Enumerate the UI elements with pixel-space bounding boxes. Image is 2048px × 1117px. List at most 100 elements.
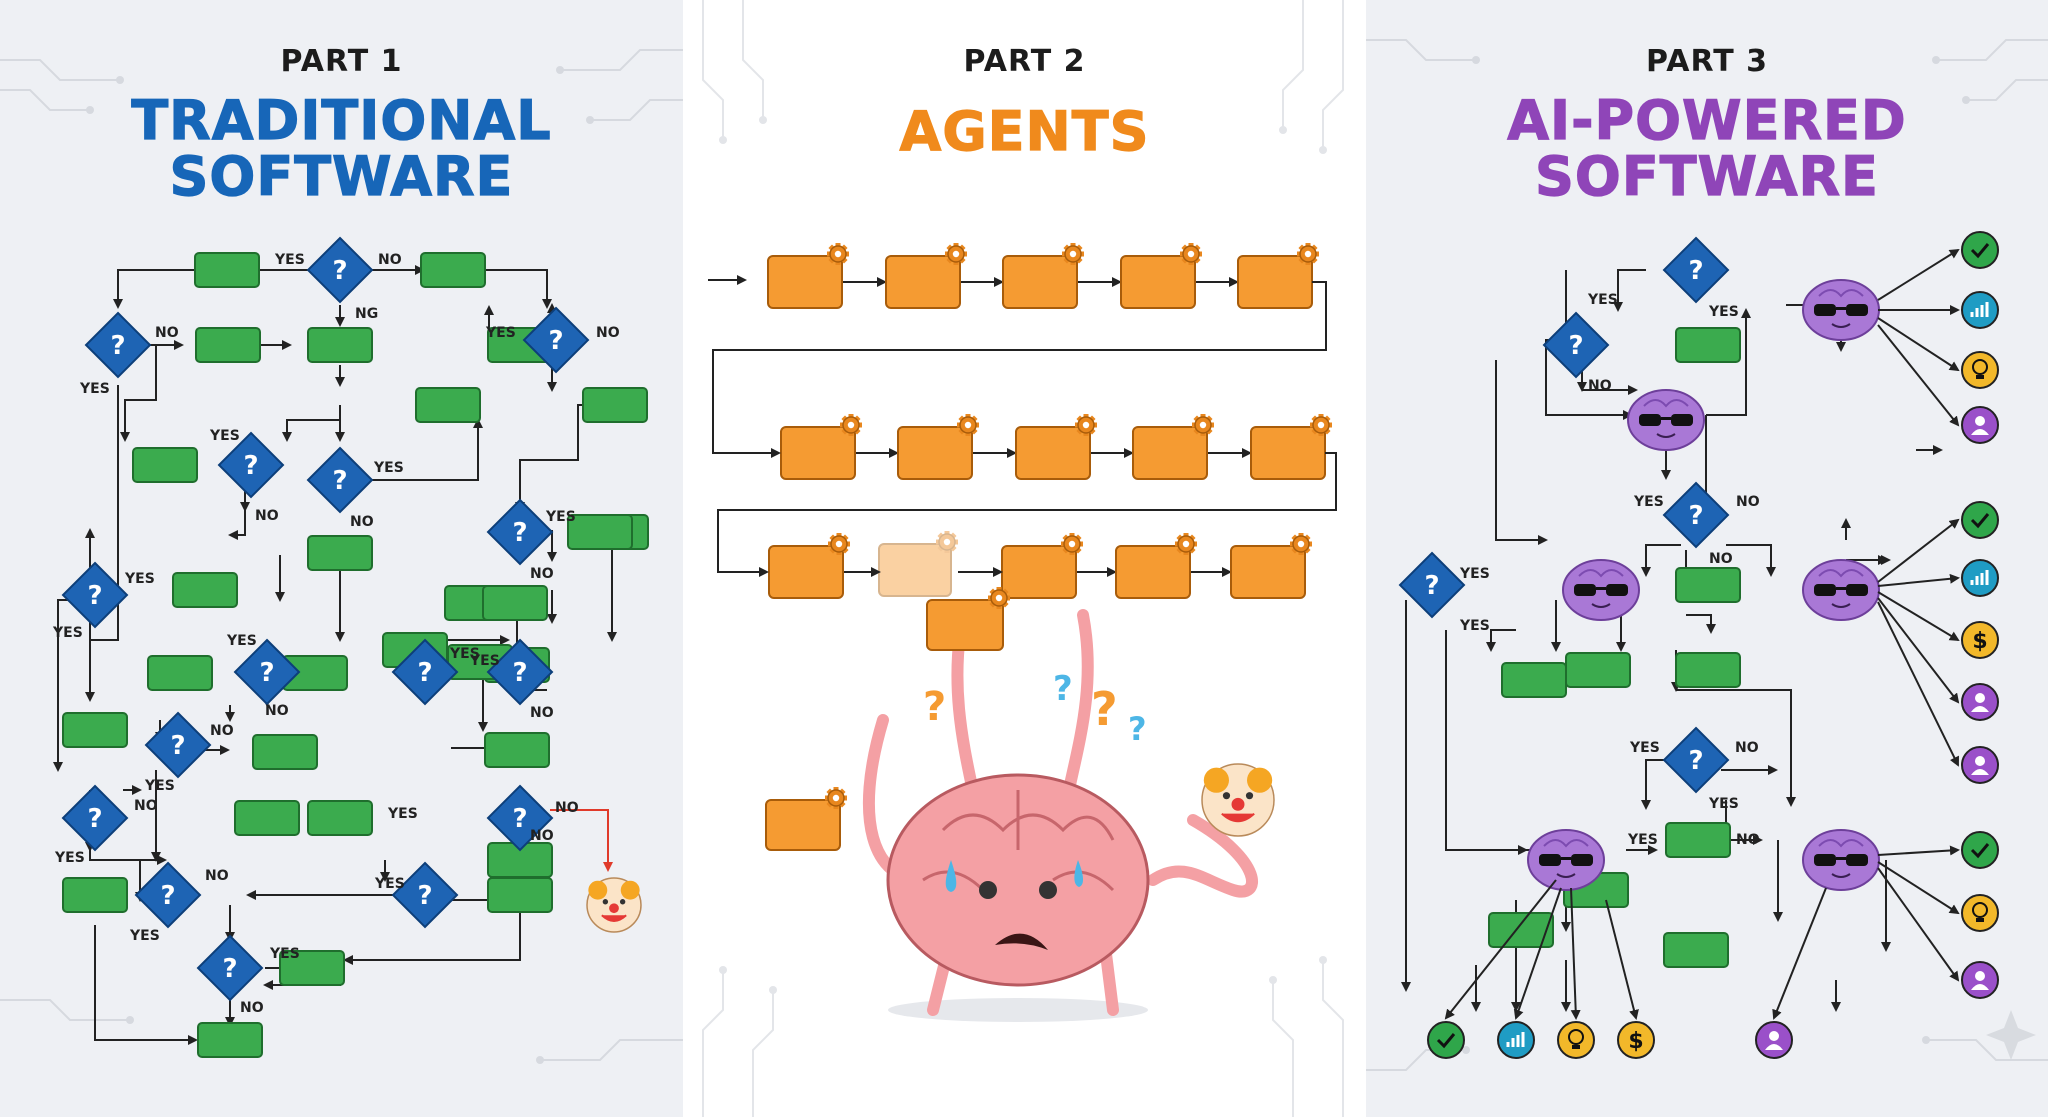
flow-arrow bbox=[343, 895, 521, 965]
circuit-background bbox=[0, 49, 683, 1064]
dollar-sign: $ bbox=[1972, 629, 1987, 654]
flow-arrow bbox=[1486, 629, 1516, 652]
branch-label-yes: YES bbox=[226, 633, 257, 649]
branch-label-no: NO bbox=[530, 566, 554, 582]
chart-icon bbox=[1497, 1021, 1535, 1059]
panel-title-line1: TRADITIONAL bbox=[131, 89, 552, 152]
branch-label-yes: YES bbox=[387, 806, 418, 822]
flow-arrow bbox=[1641, 544, 1681, 577]
process-box bbox=[195, 327, 261, 363]
flow-arrow bbox=[1613, 269, 1646, 312]
decision-label: ? bbox=[512, 658, 527, 688]
decision-label: ? bbox=[332, 256, 347, 286]
flow-arrow bbox=[1445, 630, 1528, 855]
flow-arrow bbox=[1706, 308, 1751, 416]
user-icon bbox=[1961, 961, 1999, 999]
flow-arrow bbox=[475, 269, 552, 309]
process-box bbox=[252, 734, 318, 770]
question-mark-icon: ? bbox=[1091, 682, 1118, 736]
decision-diamond: ? bbox=[196, 934, 264, 1002]
branch-label-no: NO bbox=[210, 723, 234, 739]
lightbulb-icon bbox=[1557, 1021, 1595, 1059]
decision-diamond: ? bbox=[1662, 481, 1730, 549]
agent-task-box bbox=[1250, 414, 1332, 480]
question-mark-icon: ? bbox=[1053, 669, 1073, 709]
decision-diamond: ? bbox=[1398, 551, 1466, 619]
flow-arrow bbox=[1570, 887, 1581, 1020]
panel-title-line2: SOFTWARE bbox=[169, 145, 514, 208]
branch-label-yes: YES bbox=[274, 252, 305, 268]
decision-label: ? bbox=[548, 326, 563, 356]
brain-with-sunglasses-icon bbox=[1562, 559, 1640, 621]
process-box bbox=[1675, 327, 1741, 363]
decision-label: ? bbox=[1688, 256, 1703, 286]
flow-arrow bbox=[1726, 544, 1776, 577]
gear-icon bbox=[988, 587, 1010, 609]
branch-label-yes: YES bbox=[373, 460, 404, 476]
panel-title-line2: SOFTWARE bbox=[1534, 145, 1879, 208]
flow-arrow bbox=[1877, 845, 1960, 856]
gear-icon bbox=[1180, 243, 1202, 265]
agent-task-box bbox=[780, 414, 862, 480]
brain-with-sunglasses-icon bbox=[1802, 559, 1880, 621]
process-box bbox=[234, 800, 300, 836]
flow-arrow bbox=[1877, 867, 1960, 982]
process-box bbox=[1501, 662, 1567, 698]
branch-label-no: NO bbox=[1735, 740, 1759, 756]
branch-label-yes: YES bbox=[1627, 832, 1658, 848]
decision-label: ? bbox=[332, 466, 347, 496]
decision-label: ? bbox=[417, 881, 432, 911]
decision-label: ? bbox=[87, 581, 102, 611]
process-box bbox=[1665, 822, 1731, 858]
agent-task-box bbox=[1115, 533, 1197, 599]
agent-task-box bbox=[1230, 533, 1312, 599]
flow-arrow bbox=[1877, 518, 1960, 583]
process-box bbox=[420, 252, 486, 288]
dollar-sign: $ bbox=[1628, 1029, 1643, 1054]
agent-task-box bbox=[1132, 414, 1214, 480]
decision-label: ? bbox=[1424, 571, 1439, 601]
decision-diamond: ? bbox=[306, 446, 374, 514]
brain-with-sunglasses-icon bbox=[1802, 279, 1880, 341]
agent-task-box bbox=[897, 414, 979, 480]
lightbulb-icon bbox=[1961, 894, 1999, 932]
branch-label-yes: YES bbox=[1708, 304, 1739, 320]
gear-icon bbox=[1297, 243, 1319, 265]
decision-label: ? bbox=[417, 658, 432, 688]
branch-label-no: NO bbox=[350, 514, 374, 530]
branch-label-yes: YES bbox=[1633, 494, 1664, 510]
branch-label-yes: YES bbox=[52, 625, 83, 641]
branch-label-no: NO bbox=[596, 325, 620, 341]
gear-icon bbox=[1290, 533, 1312, 555]
dollar-icon: $ bbox=[1961, 621, 1999, 659]
branch-label-yes: YES bbox=[54, 850, 85, 866]
agent-task-box bbox=[1015, 414, 1097, 480]
process-box bbox=[279, 950, 345, 986]
process-box bbox=[307, 327, 373, 363]
decision-label: ? bbox=[259, 658, 274, 688]
flow-arrow bbox=[120, 345, 157, 442]
gear-icon bbox=[945, 243, 967, 265]
branch-label-yes: YES bbox=[1459, 618, 1490, 634]
decision-diamond: ? bbox=[486, 784, 554, 852]
branch-label-yes: YES bbox=[79, 381, 110, 397]
check-icon bbox=[1961, 231, 1999, 269]
decision-label: ? bbox=[1688, 746, 1703, 776]
panel-title: AGENTS bbox=[899, 100, 1150, 163]
flow-arrow bbox=[1513, 887, 1562, 1020]
panel-part-label: PART 1 bbox=[280, 44, 403, 79]
chart-icon bbox=[1961, 559, 1999, 597]
clown-face-icon bbox=[586, 877, 642, 933]
branch-label-no: NO bbox=[378, 252, 402, 268]
decision-diamond: ? bbox=[233, 638, 301, 706]
branch-label-no: NO bbox=[265, 703, 289, 719]
decision-label: ? bbox=[512, 518, 527, 548]
agent-task-box bbox=[1237, 243, 1319, 309]
gear-icon bbox=[957, 414, 979, 436]
agent-task-box bbox=[1002, 243, 1084, 309]
flow-arrow bbox=[1605, 899, 1639, 1020]
flow-arrow bbox=[1877, 597, 1960, 704]
branch-label-no: NO bbox=[240, 1000, 264, 1016]
decision-label: ? bbox=[1688, 501, 1703, 531]
